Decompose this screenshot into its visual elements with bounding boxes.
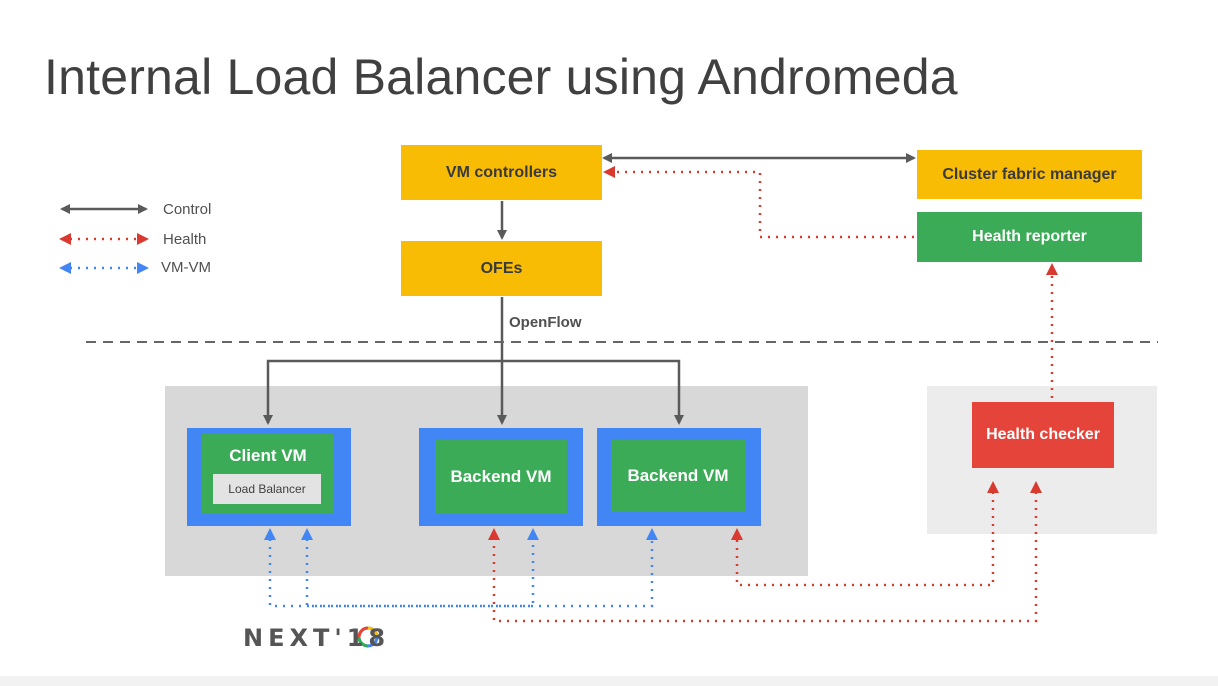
load-balancer-chip: Load Balancer [213,474,321,504]
backend-vm-2-label: Backend VM [627,466,729,485]
health-checker-label: Health checker [986,426,1100,443]
ofes-box: OFEs [401,241,602,296]
vm-controllers-label: VM controllers [445,163,558,181]
health-check-backend1-line [488,481,1042,623]
cluster-fabric-manager-box: Cluster fabric manager [917,150,1142,199]
client-vm-label: Client VM [229,446,307,465]
vm-vm-client-backend1-line [301,528,539,608]
bottom-strip [0,676,1218,686]
openflow-backend2-line [502,359,684,425]
cloud-logo-icon [357,626,379,648]
health-reporter-box: Health reporter [917,212,1142,262]
openflow-client-line [263,359,502,425]
page-title: Internal Load Balancer using Andromeda [44,49,958,105]
health-check-backend2-line [731,481,999,587]
next18-logo: NEXT'18 [243,624,391,652]
openflow-label: OpenFlow [509,314,582,331]
cluster-fabric-manager-label: Cluster fabric manager [942,165,1117,183]
health-reporter-label: Health reporter [972,228,1087,245]
legend-control-label: Control [163,201,212,218]
ofes-label: OFEs [480,259,523,277]
legend-health-label: Health [163,231,207,248]
vm-controllers-box: VM controllers [401,145,602,200]
legend-vm-vm-label: VM-VM [161,259,211,276]
health-checker-box: Health checker [972,402,1114,468]
vm-vm-client-backend2-line [264,528,658,608]
health-reporter-to-vmc-line [603,166,914,239]
